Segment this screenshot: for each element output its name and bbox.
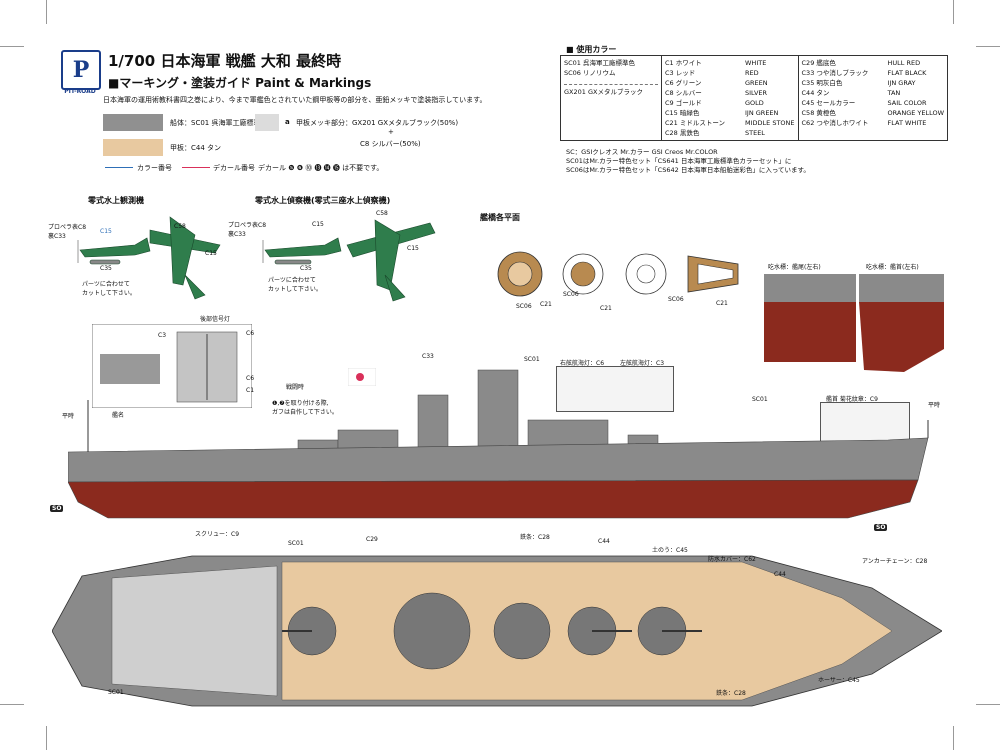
rear-signal-panel <box>92 324 252 408</box>
deck-plating-label: 甲板メッキ部分：GX201 GXメタルブラック(50%) <box>296 119 459 127</box>
port-light: 左舷航海灯：C3 <box>620 360 665 367</box>
color-col-special: SC01 呉海軍工廠標準色 SC06 リノリウム GX201 GXメタルブラック <box>560 55 662 141</box>
aircraft2-c15b: C15 <box>407 245 419 252</box>
top-tiller2-label: 鉄条：C28 <box>716 690 746 697</box>
aircraft1-c15b: C15 <box>205 250 217 257</box>
aircraft2-top <box>346 219 436 302</box>
color-table: SC01 呉海軍工廠標準色 SC06 リノリウム GX201 GXメタルブラック… <box>560 55 949 141</box>
top-c44-label: C44 <box>598 538 610 545</box>
aircraft1-fit: パーツに合わせてカットして下さい。 <box>82 281 136 297</box>
color-sc06: SC06 リノリウム <box>564 69 616 77</box>
color-gx201: GX201 GXメタルブラック <box>564 88 643 96</box>
legend-decal-line <box>182 167 210 168</box>
stern-draft-label: 吃水標：艦尾(左右) <box>768 264 821 271</box>
top-sc01-label-2: SC01 <box>108 689 124 696</box>
top-tiller-label: 鉄条：C28 <box>520 534 550 541</box>
bridge-plan-4 <box>687 255 739 293</box>
ship-top-view <box>52 555 942 707</box>
peace-flag-label: 平時 <box>62 413 75 420</box>
ship-name-label: 艦名 <box>112 412 125 419</box>
ship-side-view <box>68 369 929 519</box>
starboard-light: 右舷航海灯：C6 <box>560 360 605 367</box>
page-title: 1/700 日本海軍 戦艦 大和 最終時 <box>108 52 342 70</box>
rear-c1: C1 <box>246 387 255 394</box>
bridge-c21-1: C21 <box>540 301 552 308</box>
deck-swatch-label: 甲板：C44 タン <box>170 144 222 152</box>
rear-signal-label: 後部信号灯 <box>200 316 231 323</box>
anchor-label: アンカーチェーン：C28 <box>862 558 928 565</box>
color-notes: SC：GSIクレオス Mr.カラー GSI Creos Mr.COLOR SC0… <box>566 148 810 174</box>
bridge-plan-2 <box>562 253 604 295</box>
aircraft1-top <box>149 216 221 300</box>
c29-label: C29 <box>366 536 378 543</box>
aircraft2-c15: C15 <box>312 221 324 228</box>
plating-second: C8 シルバー(50%) <box>360 140 421 148</box>
chrysanthemum-label: 艦首 菊花紋章：C9 <box>826 396 878 403</box>
hull-sc01-label: SC01 <box>752 396 768 403</box>
aircraft1-c35: C35 <box>100 265 112 272</box>
plating-plus: + <box>388 128 394 136</box>
legend-decal: デカール番号 <box>213 164 255 172</box>
flag-note: ❶,❼を取り付ける際,ガフは自作して下さい。 <box>272 400 338 416</box>
rear-c6: C6 <box>246 330 255 337</box>
aircraft-drawings <box>77 216 436 302</box>
aircraft1-title: 零式水上観測機 <box>88 196 144 205</box>
rising-sun-flag-icon <box>348 368 376 386</box>
aircraft2-c35: C35 <box>300 265 312 272</box>
intro-text: 日本海軍の運用術教科書四之巻により、今まで軍艦色とされていた鋼甲板等の部分を、亜… <box>103 96 487 104</box>
rear-c3: C3 <box>158 332 167 339</box>
aircraft2-fit: パーツに合わせてカットして下さい。 <box>268 277 322 293</box>
plating-marker: a <box>285 118 290 126</box>
so-badge-stern: SO <box>50 505 64 512</box>
bridge-sc06-2: SC06 <box>563 291 579 298</box>
flagstaff-label: 平時 <box>928 402 941 409</box>
cover-label: 防水カバー：C62 <box>708 556 756 563</box>
bridge-c21-2: C21 <box>600 305 612 312</box>
bridge-sc06-1: SC06 <box>516 303 532 310</box>
aircraft1-c15: C15 <box>100 228 112 235</box>
legend-color: カラー番号 <box>137 164 172 172</box>
color-table-header: ■ 使用カラー <box>566 45 617 54</box>
bridge-c21-3: C21 <box>716 300 728 307</box>
aircraft2-c58: C58 <box>376 210 388 217</box>
color-sc01: SC01 呉海軍工廠標準色 <box>564 59 636 67</box>
bridge-plans <box>497 251 739 297</box>
legend-color-line <box>105 167 133 168</box>
top-c44b-label: C44 <box>774 571 786 578</box>
brand-name: PIT-ROAD <box>64 88 96 95</box>
c33-label: C33 <box>422 353 434 360</box>
aircraft2-side <box>262 237 342 265</box>
bridge-title: 艦橋各平面 <box>480 213 520 222</box>
aircraft2-title: 零式水上偵察機(零式三座水上偵察機) <box>255 196 391 205</box>
bow-draft-label: 吃水標：艦首(左右) <box>866 264 919 271</box>
aircraft1-side <box>77 237 151 265</box>
bridge-sc06-3: SC06 <box>668 296 684 303</box>
nav-lights-panel <box>556 366 674 412</box>
so-badge-bow: SO <box>874 524 888 531</box>
battle-flag-label: 戦闘時 <box>286 384 305 391</box>
bridge-plan-1 <box>497 251 543 297</box>
rear-c6b: C6 <box>246 375 255 382</box>
bridge-plan-3 <box>625 253 667 295</box>
page-subtitle: ■マーキング・塗装ガイド Paint & Markings <box>108 76 372 90</box>
sc01-label: SC01 <box>524 356 540 363</box>
deck-plating-swatch <box>255 114 279 131</box>
brand-logo: P <box>61 50 101 90</box>
hull-swatch <box>103 114 163 131</box>
sandbag-label: 土のう：C45 <box>652 547 688 554</box>
decal-note: デカール ❺ ❻ ⓾ ⓭ ⓮ ⓯ は不要です。 <box>258 164 384 172</box>
aircraft1-c58: C58 <box>174 223 186 230</box>
hose-label: ホーサー：C45 <box>818 677 860 684</box>
top-sc01-label: SC01 <box>288 540 304 547</box>
screw-label: スクリュー：C9 <box>195 531 240 538</box>
hull-swatch-label: 船体：SC01 呉海軍工廠標準色 <box>170 119 268 127</box>
deck-swatch <box>103 139 163 156</box>
draft-marks-panel <box>764 274 944 372</box>
